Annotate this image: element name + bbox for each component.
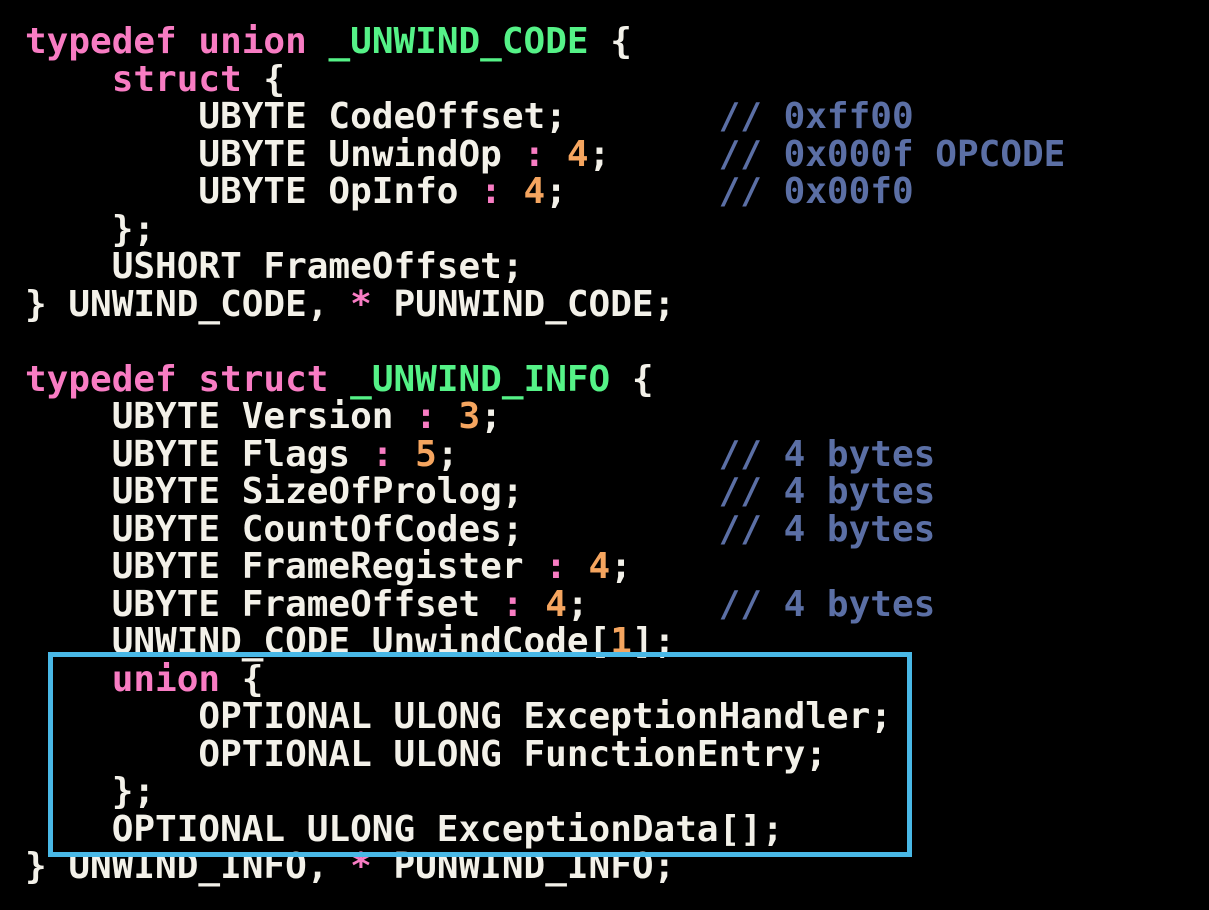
code-token: OPTIONAL ULONG ExceptionHandler; <box>25 696 892 737</box>
code-line: typedef union _UNWIND_CODE { <box>25 23 892 61</box>
code-token <box>437 396 459 437</box>
code-line: UBYTE CountOfCodes; // 4 bytes <box>25 508 936 550</box>
code-token: : <box>501 583 524 625</box>
code-token <box>177 21 199 62</box>
code-token: UNWIND_CODE UnwindCode[ <box>25 621 611 662</box>
code-token: UBYTE FrameRegister <box>25 546 546 587</box>
code-token: } UNWIND_INFO, <box>25 846 351 887</box>
code-token <box>567 546 589 587</box>
code-token: UBYTE FrameOffset <box>25 583 502 625</box>
code-comment: // 4 bytes <box>718 433 936 475</box>
code-line: UBYTE FrameRegister : 4; <box>25 548 892 586</box>
code-line: USHORT FrameOffset; <box>25 248 892 286</box>
code-token: struct <box>198 358 329 400</box>
code-line: UNWIND_CODE UnwindCode[1]; <box>25 623 892 661</box>
code-token: OPTIONAL ULONG ExceptionData[]; <box>25 808 784 850</box>
code-token: }; <box>25 771 156 812</box>
code-token <box>177 359 199 400</box>
code-token: 1 <box>610 621 632 662</box>
code-comment: // 0x000f OPCODE <box>718 133 1066 175</box>
code-line: UBYTE Flags : 5; // 4 bytes <box>25 433 936 475</box>
code-token: UBYTE UnwindOp <box>25 133 524 175</box>
code-token: UBYTE SizeOfProlog; <box>25 471 524 512</box>
code-token <box>307 21 329 62</box>
code-token <box>328 359 350 400</box>
code-token: { <box>610 358 654 400</box>
code-token: ]; <box>631 621 676 662</box>
code-token: : <box>480 171 502 212</box>
code-token: 4 <box>523 171 546 212</box>
code-token: PUNWIND_CODE; <box>371 283 676 325</box>
code-token: 3 <box>458 396 481 437</box>
code-token: ; <box>588 133 611 175</box>
code-comment: // 4 bytes <box>718 471 936 512</box>
code-token: : <box>415 396 437 437</box>
code-line: UBYTE SizeOfProlog; // 4 bytes <box>25 471 936 512</box>
code-token <box>25 59 112 100</box>
code-token <box>524 584 546 625</box>
code-token <box>25 659 112 700</box>
code-token: ; <box>436 433 459 475</box>
code-token: 4 <box>566 133 589 175</box>
code-token: _UNWIND_INFO <box>350 358 611 400</box>
code-token: union <box>111 658 221 700</box>
code-token <box>393 434 415 475</box>
code-token: typedef <box>25 21 177 62</box>
code-token: PUNWIND_INFO; <box>371 846 676 887</box>
code-line: UBYTE OpInfo : 4; // 0x00f0 <box>25 171 913 212</box>
code-block: typedef union _UNWIND_CODE { struct { UB… <box>25 23 1065 886</box>
code-line: }; <box>25 208 892 250</box>
code-token: ; <box>610 546 632 587</box>
code-token: { <box>220 658 264 700</box>
code-line: } UNWIND_INFO, * PUNWIND_INFO; <box>25 848 892 886</box>
code-token: UBYTE CountOfCodes; <box>25 508 524 550</box>
code-line: UBYTE UnwindOp : 4; // 0x000f OPCODE <box>25 133 1065 175</box>
code-token: UBYTE Version <box>25 396 416 437</box>
code-token: }; <box>25 208 156 250</box>
code-comment: // 0xff00 <box>718 96 914 137</box>
code-line: union { <box>25 658 892 700</box>
code-comment: // 4 bytes <box>718 508 936 550</box>
code-line: OPTIONAL ULONG ExceptionData[]; <box>25 808 892 850</box>
code-token: ; <box>545 171 567 212</box>
code-token: _UNWIND_CODE <box>328 21 589 62</box>
code-token: OPTIONAL ULONG FunctionEntry; <box>25 733 827 775</box>
code-comment: // 0x00f0 <box>718 171 914 212</box>
code-line: UBYTE CodeOffset; // 0xff00 <box>25 96 913 137</box>
code-token: 5 <box>415 433 437 475</box>
code-token: ; <box>566 583 589 625</box>
code-token <box>545 134 567 175</box>
code-token: UBYTE Flags <box>25 433 372 475</box>
code-line <box>25 323 892 361</box>
code-token: 4 <box>545 583 567 625</box>
code-token: * <box>350 846 372 887</box>
code-token: typedef <box>25 358 177 400</box>
code-line: UBYTE FrameOffset : 4; // 4 bytes <box>25 583 936 625</box>
code-token: : <box>545 546 567 587</box>
code-token: UBYTE OpInfo <box>25 171 481 212</box>
code-token <box>502 171 524 212</box>
code-line: }; <box>25 773 892 811</box>
code-token: 4 <box>588 546 611 587</box>
code-line: struct { <box>25 58 892 100</box>
code-line: } UNWIND_CODE, * PUNWIND_CODE; <box>25 283 892 325</box>
code-comment: // 4 bytes <box>718 583 936 625</box>
code-token: { <box>241 58 286 100</box>
code-token: : <box>523 133 546 175</box>
code-token: union <box>198 21 307 62</box>
code-token: } UNWIND_CODE, <box>25 283 351 325</box>
code-token: : <box>371 433 394 475</box>
code-token: { <box>588 21 632 62</box>
code-line: OPTIONAL ULONG FunctionEntry; <box>25 733 892 775</box>
code-token: ; <box>480 396 502 437</box>
code-line: OPTIONAL ULONG ExceptionHandler; <box>25 698 892 736</box>
code-line: UBYTE Version : 3; <box>25 398 892 436</box>
code-line: typedef struct _UNWIND_INFO { <box>25 358 892 400</box>
code-token: USHORT FrameOffset; <box>25 246 524 287</box>
code-token: struct <box>111 58 242 100</box>
code-token: UBYTE CodeOffset; <box>25 96 567 137</box>
code-token: * <box>350 283 372 325</box>
